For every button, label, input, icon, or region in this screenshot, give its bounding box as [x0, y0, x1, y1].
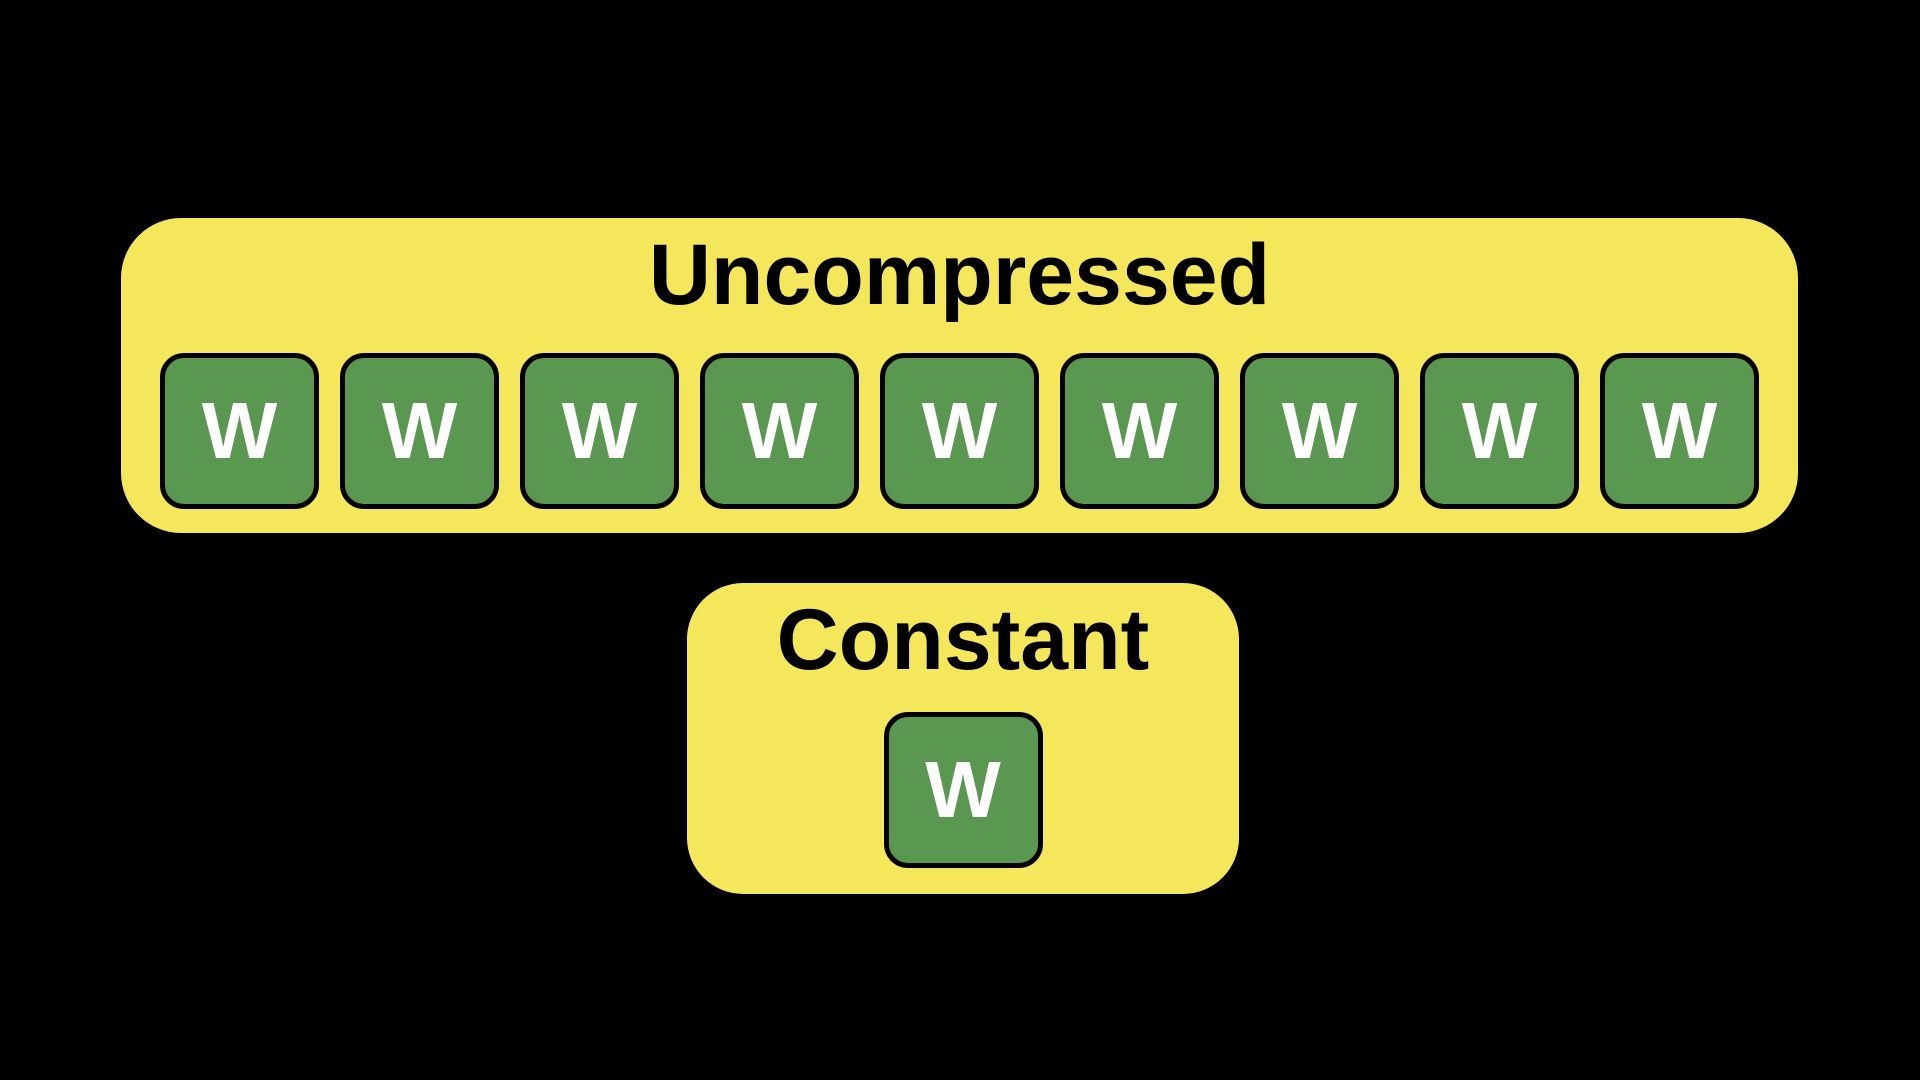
weight-cell: W — [1420, 353, 1579, 509]
weight-cell: W — [160, 353, 319, 509]
weight-cell: W — [340, 353, 499, 509]
constant-box: Constant W — [687, 583, 1239, 894]
weight-cell: W — [700, 353, 859, 509]
uncompressed-title: Uncompressed — [648, 227, 1271, 323]
weight-cell: W — [883, 712, 1043, 868]
constant-title: Constant — [776, 592, 1150, 688]
weight-cell: W — [880, 353, 1039, 509]
weight-cell: W — [520, 353, 679, 509]
weight-cell: W — [1240, 353, 1399, 509]
weight-cell: W — [1060, 353, 1219, 509]
weight-cell: W — [1600, 353, 1759, 509]
constant-cell-row: W — [687, 712, 1239, 868]
